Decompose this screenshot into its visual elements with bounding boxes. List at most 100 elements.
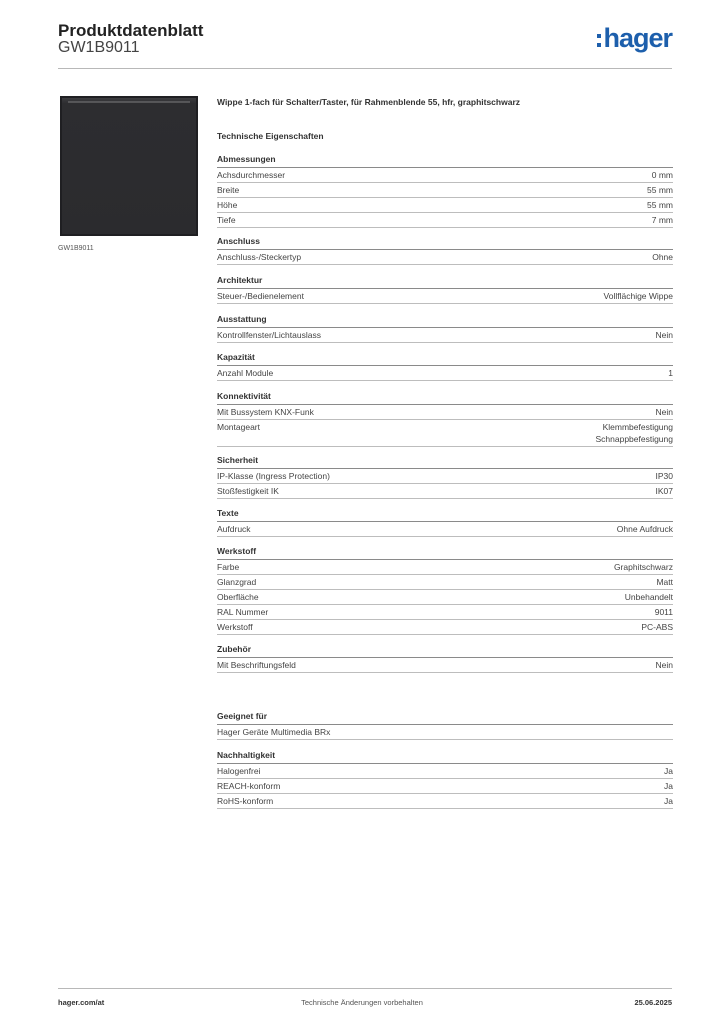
group-title: Geeignet für <box>217 711 673 725</box>
property-label: Oberfläche <box>217 592 259 602</box>
property-value: 9011 <box>655 606 673 618</box>
property-value: Vollflächige Wippe <box>604 290 673 302</box>
property-row: Breite 55 mm <box>217 183 673 198</box>
product-code: GW1B9011 <box>58 39 140 56</box>
property-value: 55 mm <box>647 184 673 196</box>
property-value: Ja <box>664 795 673 807</box>
group-title: Ausstattung <box>217 314 673 328</box>
image-caption: GW1B9011 <box>58 245 94 252</box>
group-title: Konnektivität <box>217 391 673 405</box>
property-value-line: 55 mm <box>647 185 673 195</box>
header-divider <box>58 68 672 69</box>
logo-dots-icon <box>597 34 602 47</box>
property-label: Glanzgrad <box>217 577 257 587</box>
property-row: Glanzgrad Matt <box>217 575 673 590</box>
property-value-line: 0 mm <box>651 170 673 180</box>
property-value-line: Nein <box>655 660 673 670</box>
product-image <box>60 96 198 236</box>
group-title: Werkstoff <box>217 546 673 560</box>
property-value-line: IK07 <box>655 486 674 496</box>
group-title: Architektur <box>217 275 673 289</box>
property-value-line: Unbehandelt <box>624 592 673 602</box>
footer-date: 25.06.2025 <box>634 998 672 1007</box>
property-value: Nein <box>656 659 673 671</box>
property-row: Hager Geräte Multimedia BRx <box>217 725 673 740</box>
property-label: Farbe <box>217 562 240 572</box>
property-value-line: Graphitschwarz <box>613 562 673 572</box>
property-label: Tiefe <box>217 215 236 225</box>
property-label: Achsdurchmesser <box>217 170 286 180</box>
property-value-line: IP30 <box>655 471 674 481</box>
property-label: Breite <box>217 185 240 195</box>
group-title: Anschluss <box>217 236 673 250</box>
property-value: Ja <box>664 765 673 777</box>
property-value-line: 7 mm <box>651 215 673 225</box>
property-row: Farbe Graphitschwarz <box>217 560 673 575</box>
property-row: Oberfläche Unbehandelt <box>217 590 673 605</box>
property-value: Unbehandelt <box>625 591 673 603</box>
property-row: Mit Bussystem KNX-Funk Nein <box>217 405 673 420</box>
property-value-line: Ja <box>664 796 673 806</box>
property-value: Ohne Aufdruck <box>617 523 673 535</box>
property-label: RoHS-konform <box>217 796 274 806</box>
logo-text: hager <box>603 23 673 53</box>
property-value-line: 9011 <box>654 607 673 617</box>
property-row: RoHS-konform Ja <box>217 794 673 809</box>
property-value-line: Nein <box>655 407 673 417</box>
property-value-line: 1 <box>668 368 673 378</box>
property-label: Kontrollfenster/Lichtauslass <box>217 330 321 340</box>
property-label: Halogenfrei <box>217 766 261 776</box>
property-label: Mit Bussystem KNX-Funk <box>217 407 314 417</box>
footer-website: hager.com/at <box>58 998 105 1007</box>
property-row: Kontrollfenster/Lichtauslass Nein <box>217 328 673 343</box>
group-title: Zubehör <box>217 644 673 658</box>
section-title: Technische Eigenschaften <box>217 131 324 141</box>
property-value-line: Ja <box>664 781 673 791</box>
property-label: Werkstoff <box>217 622 253 632</box>
property-label: Montageart <box>217 422 260 432</box>
property-value: Ja <box>664 780 673 792</box>
property-value: Ohne <box>652 251 673 263</box>
property-value: 1 <box>668 367 673 379</box>
property-value: 7 mm <box>652 214 673 226</box>
footer-disclaimer: Technische Änderungen vorbehalten <box>301 998 423 1007</box>
property-value: Graphitschwarz <box>614 561 673 573</box>
property-label: Steuer-/Bedienelement <box>217 291 304 301</box>
property-value-line: Ohne <box>652 252 673 262</box>
property-row: Steuer-/Bedienelement Vollflächige Wippe <box>217 289 673 304</box>
property-row: Anzahl Module 1 <box>217 366 673 381</box>
property-value-line: Schnappbefestigung <box>595 434 673 444</box>
product-description: Wippe 1-fach für Schalter/Taster, für Ra… <box>217 97 521 107</box>
property-label: Höhe <box>217 200 238 210</box>
property-label: IP-Klasse (Ingress Protection) <box>217 471 330 481</box>
property-label: Anzahl Module <box>217 368 274 378</box>
group-title: Kapazität <box>217 352 673 366</box>
hager-logo: hager <box>597 23 673 53</box>
property-label: Aufdruck <box>217 524 251 534</box>
property-row: Halogenfrei Ja <box>217 764 673 779</box>
property-value: Nein <box>656 329 673 341</box>
property-value: 0 mm <box>652 169 673 181</box>
property-row: Achsdurchmesser 0 mm <box>217 168 673 183</box>
property-label: REACH-konform <box>217 781 281 791</box>
property-label: Mit Beschriftungsfeld <box>217 660 296 670</box>
property-value-line: Matt <box>656 577 673 587</box>
property-row: Mit Beschriftungsfeld Nein <box>217 658 673 673</box>
property-value: Nein <box>656 406 673 418</box>
group-title: Abmessungen <box>217 154 673 168</box>
property-row: REACH-konform Ja <box>217 779 673 794</box>
